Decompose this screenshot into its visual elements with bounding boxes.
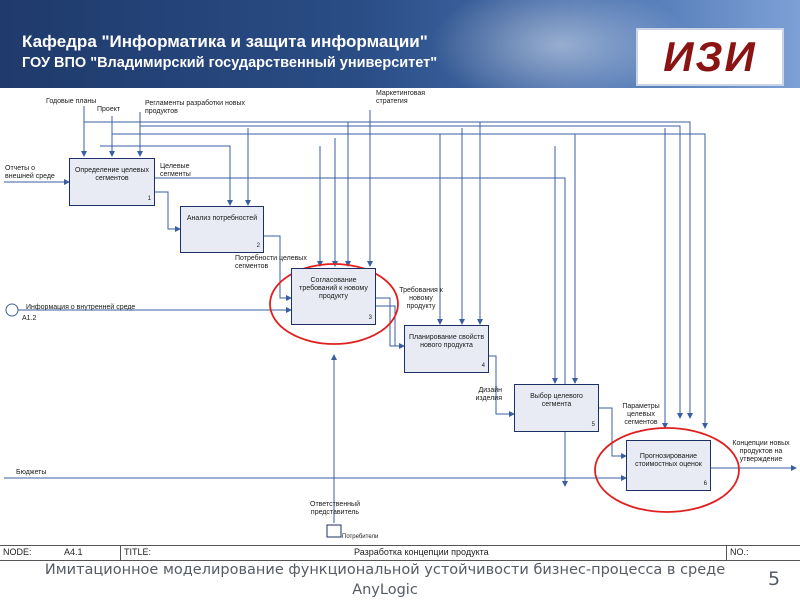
activity-box-3[interactable]: Согласование требований к новому продукт…	[291, 268, 376, 325]
label-regulations: Регламенты разработки новых продуктов	[145, 100, 245, 115]
page-number: 5	[768, 568, 781, 590]
slide-header: Кафедра "Информатика и защита информации…	[0, 0, 800, 88]
highlight-ellipse-box3	[269, 263, 399, 345]
activity-box-6[interactable]: Прогнозирование стоимостных оценок 6	[626, 440, 711, 491]
department-logo: ИЗИ	[636, 28, 784, 86]
title-label: TITLE:	[124, 547, 152, 557]
label-node-ref: А1.2	[22, 315, 37, 322]
label-budgets: Бюджеты	[16, 469, 47, 476]
node-value: A4.1	[64, 547, 83, 557]
label-marketing-strategy: Маркетинговая стратегия	[376, 90, 426, 105]
diagram-arrows	[4, 106, 797, 538]
university-subtitle: ГОУ ВПО "Владимирский государственный ун…	[22, 55, 438, 71]
label-reports: Отчеты о внешней среде	[5, 165, 55, 180]
activity-box-number: 2	[256, 243, 260, 249]
activity-box-title: Планирование свойств нового продукта	[408, 334, 485, 349]
activity-box-number: 3	[368, 315, 372, 321]
label-internal-info: Информация о внутренней среде	[26, 304, 136, 311]
footer-divider	[120, 546, 121, 560]
title-value: Разработка концепции продукта	[354, 547, 489, 557]
label-product-design: Дизайн изделия	[475, 387, 503, 402]
activity-box-5[interactable]: Выбор целевого сегмента 5	[514, 384, 599, 432]
department-title: Кафедра "Информатика и защита информации…	[22, 32, 428, 51]
activity-box-title: Прогнозирование стоимостных оценок	[635, 453, 702, 468]
activity-box-number: 5	[591, 422, 595, 428]
activity-box-1[interactable]: Определение целевых сегментов 1	[69, 158, 155, 206]
label-annual-plans: Годовые планы	[46, 98, 97, 105]
idef0-diagram: Годовые планы Проект Регламенты разработ…	[0, 88, 800, 560]
label-concepts: Концепции новых продуктов на утверждение	[732, 440, 790, 463]
slide-caption: Имитационное моделирование функционально…	[44, 562, 726, 598]
activity-box-2[interactable]: Анализ потребностей 2	[180, 206, 264, 253]
activity-box-title: Определение целевых сегментов	[74, 167, 150, 182]
label-segment-params: Параметры целевых сегментов	[622, 403, 660, 426]
label-product-requirements: Требования к новому продукту	[399, 287, 443, 310]
activity-box-number: 4	[481, 363, 485, 369]
highlight-ellipse-box6	[594, 427, 740, 513]
activity-box-number: 1	[147, 196, 151, 202]
label-target-segments: Целевые сегменты	[160, 163, 191, 178]
label-project: Проект	[97, 106, 121, 113]
label-developers: Потребители	[342, 534, 379, 540]
idef0-footer: NODE: A4.1 TITLE: Разработка концепции п…	[0, 545, 800, 561]
activity-box-title: Анализ потребностей	[186, 215, 258, 222]
number-label: NO.:	[730, 547, 749, 557]
activity-box-4[interactable]: Планирование свойств нового продукта 4	[404, 325, 489, 373]
activity-box-title: Выбор целевого сегмента	[530, 393, 583, 408]
node-label: NODE:	[3, 547, 32, 557]
footer-divider	[726, 546, 727, 560]
activity-box-title: Согласование требований к новому продукт…	[299, 277, 368, 300]
label-responsible: Ответственный представитель	[310, 501, 360, 516]
logo-text: ИЗИ	[663, 33, 757, 80]
label-segment-needs: Потребности целевых сегментов	[235, 255, 307, 270]
activity-box-number: 6	[703, 481, 707, 487]
